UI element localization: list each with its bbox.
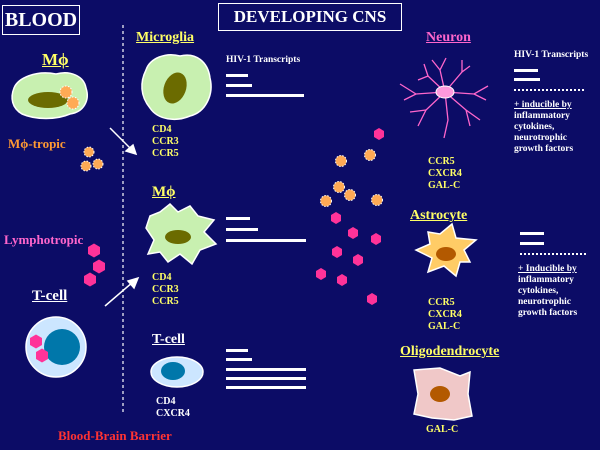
cns-macrophage-receptors: CD4 CCR3 CCR5 xyxy=(152,272,179,308)
receptor: CD4 xyxy=(152,272,172,283)
note-line: + Inducible by xyxy=(518,264,577,274)
receptor: CXCR4 xyxy=(428,309,462,320)
receptor: CXCR4 xyxy=(428,168,462,179)
neuron-induction-note: + inducible by inflammatory cytokines, n… xyxy=(514,100,573,155)
neuron-title: Neuron xyxy=(426,30,471,45)
neuron-cell xyxy=(399,57,489,139)
blood-tcell-label: T-cell xyxy=(32,288,68,304)
oligodendrocyte-cell xyxy=(413,367,473,421)
lymphotropic-label: Lymphotropic xyxy=(4,232,84,247)
blood-section-label: BLOOD xyxy=(2,5,80,35)
oligodendrocyte-receptors: GAL-C xyxy=(426,424,458,436)
cns-tcell-cell xyxy=(150,356,204,388)
virion-lympho-2 xyxy=(93,259,105,274)
microglia-receptors: CD4 CCR3 CCR5 xyxy=(152,124,179,160)
blood-macrophage-label: Mϕ xyxy=(42,50,69,69)
receptor: GAL-C xyxy=(426,424,459,435)
astrocyte-title: Astrocyte xyxy=(410,208,468,223)
transcripts-microglia xyxy=(226,74,304,97)
developing-cns-section-label: DEVELOPING CNS xyxy=(218,3,402,31)
blood-macrophage-cell xyxy=(11,72,88,120)
note-line: inflammatory xyxy=(514,111,570,121)
note-line: growth factors xyxy=(514,144,574,154)
neuron-receptors: CCR5 CXCR4 GAL-C xyxy=(428,156,462,192)
note-line: cytokines, xyxy=(518,286,559,296)
receptor: CCR5 xyxy=(428,297,455,308)
note-line: + inducible by xyxy=(514,100,572,110)
receptor: CCR3 xyxy=(152,136,179,147)
note-line: growth factors xyxy=(518,308,578,318)
virions-cns-orange xyxy=(320,149,383,207)
arrow-to-tcell xyxy=(104,276,140,307)
receptor: CD4 xyxy=(152,124,172,135)
receptor: GAL-C xyxy=(428,180,461,191)
astrocyte-receptors: CCR5 CXCR4 GAL-C xyxy=(428,297,462,333)
transcripts-neuron xyxy=(514,69,586,91)
neuron-transcripts-label: HIV-1 Transcripts xyxy=(514,50,589,60)
note-line: cytokines, xyxy=(514,122,555,132)
virion-blood-5 xyxy=(80,160,92,172)
cns-macrophage-cell xyxy=(145,202,218,266)
note-line: neurotrophic xyxy=(514,133,567,143)
cns-macrophage-title: Mϕ xyxy=(152,184,176,200)
virion-blood-2 xyxy=(66,96,80,110)
blood-tcell-cell xyxy=(25,316,87,378)
virion-lympho-3 xyxy=(84,272,96,287)
receptor: CCR5 xyxy=(152,296,179,307)
macrophage-tropic-label: Mϕ-tropic xyxy=(8,136,66,151)
receptor: CXCR4 xyxy=(156,408,190,419)
transcripts-macrophage xyxy=(226,217,306,242)
blood-brain-barrier-label: Blood-Brain Barrier xyxy=(58,428,172,443)
microglia-cell xyxy=(141,54,212,121)
note-line: inflammatory xyxy=(518,275,574,285)
microglia-title: Microglia xyxy=(136,30,195,45)
cns-tcell-title: T-cell xyxy=(152,332,185,347)
arrow-to-microglia xyxy=(109,127,138,156)
astrocyte-cell xyxy=(414,222,478,278)
virion-blood-1 xyxy=(59,85,73,99)
virion-blood-4 xyxy=(92,158,104,170)
receptor: CCR5 xyxy=(428,156,455,167)
transcripts-tcell xyxy=(226,349,306,389)
cns-tcell-receptors: CD4 CXCR4 xyxy=(156,396,190,420)
receptor: CCR3 xyxy=(152,284,179,295)
virion-blood-3 xyxy=(83,146,95,158)
transcripts-label: HIV-1 Transcripts xyxy=(226,55,301,65)
virions-cns-pink xyxy=(316,128,384,305)
receptor: CCR5 xyxy=(152,148,179,159)
virion-lympho-1 xyxy=(88,243,100,258)
transcripts-astrocyte xyxy=(520,232,588,255)
receptor: CD4 xyxy=(156,396,176,407)
oligodendrocyte-title: Oligodendrocyte xyxy=(400,344,500,359)
receptor: GAL-C xyxy=(428,321,461,332)
note-line: neurotrophic xyxy=(518,297,571,307)
astrocyte-induction-note: + Inducible by inflammatory cytokines, n… xyxy=(518,264,577,319)
